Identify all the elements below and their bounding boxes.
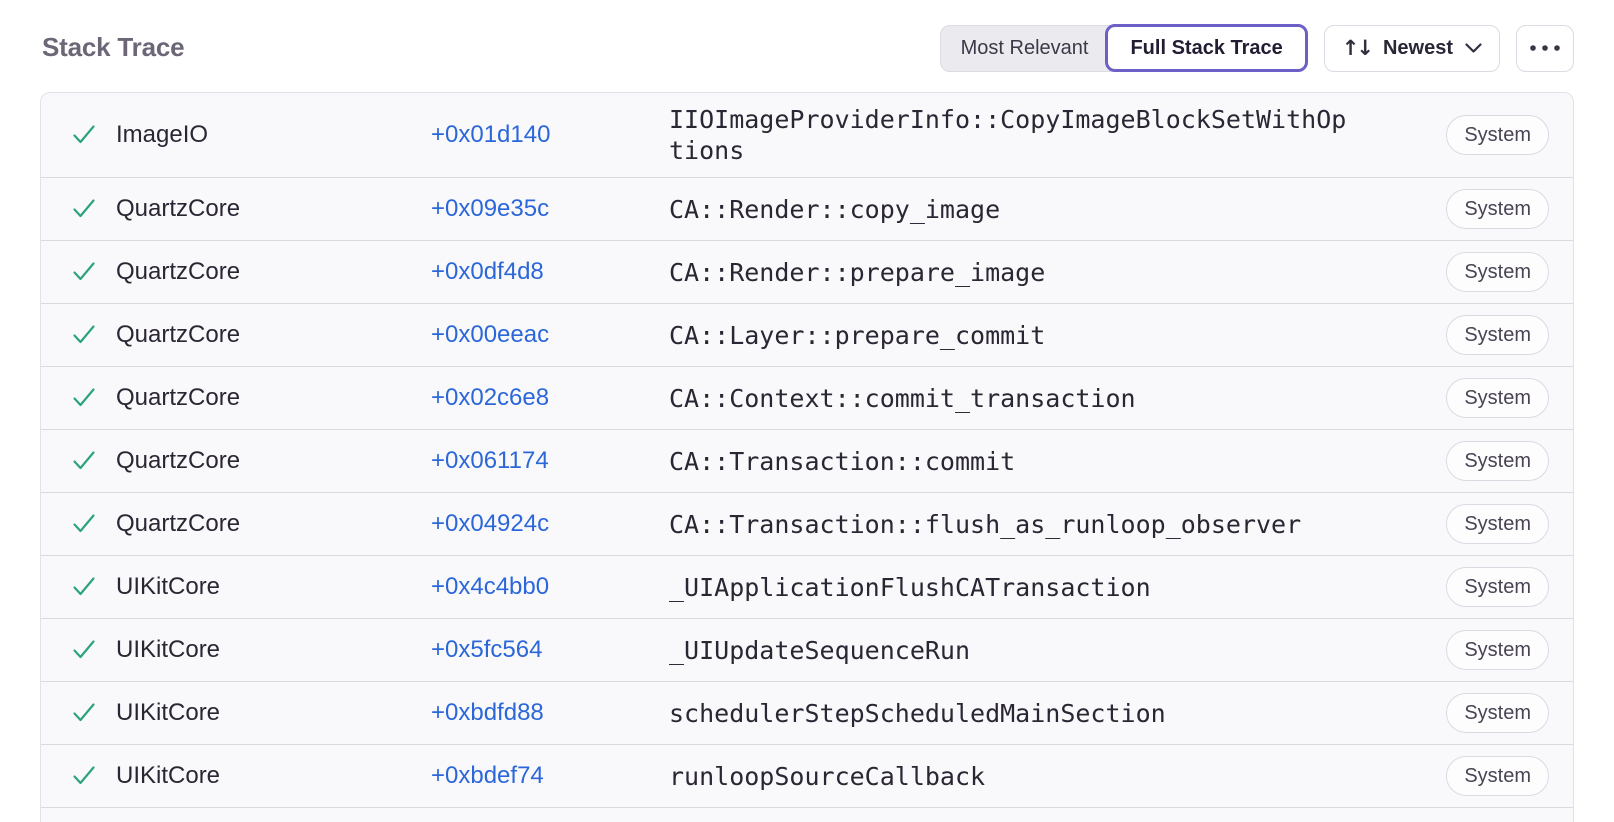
stack-frame-row[interactable]: UIKitCore +0x5fc564 _UIUpdateSequenceRun… (41, 618, 1573, 681)
frame-function: CA::Transaction::flush_as_runloop_observ… (669, 509, 1302, 539)
frame-module: UIKitCore (116, 636, 221, 663)
sort-arrows-icon: ↑↓ (1341, 36, 1374, 60)
checkmark-icon (71, 763, 97, 789)
view-toggle-group: Most Relevant Full Stack Trace (939, 24, 1308, 72)
frame-function: CA::Render::copy_image (669, 194, 1001, 224)
stack-frame-row[interactable]: UIKitCore +0x4c4bb0 _UIApplicationFlushC… (41, 555, 1573, 618)
system-badge: System (1446, 252, 1549, 292)
frame-module: QuartzCore (116, 321, 241, 348)
chevron-down-icon (1465, 42, 1482, 54)
stack-frame-row[interactable]: QuartzCore +0x0df4d8 CA::Render::prepare… (41, 240, 1573, 303)
frame-module: QuartzCore (116, 510, 241, 537)
frame-address-link[interactable]: +0x04924c (431, 510, 550, 537)
checkmark-icon (71, 196, 97, 222)
frame-function: _UIApplicationFlushCATransaction (669, 572, 1151, 602)
frame-address-link[interactable]: +0x0df4d8 (431, 258, 544, 285)
stack-trace-table: ImageIO +0x01d140 IIOImageProviderInfo::… (40, 92, 1574, 822)
system-badge: System (1446, 115, 1549, 155)
stack-frame-row[interactable]: UIKitCore +0xbdfd88 schedulerStepSchedul… (41, 681, 1573, 744)
frame-function: _UIUpdateSequenceRun (669, 635, 971, 665)
checkmark-icon (71, 700, 97, 726)
frame-module: QuartzCore (116, 258, 241, 285)
more-options-button[interactable] (1516, 24, 1574, 72)
system-badge: System (1446, 504, 1549, 544)
frame-address-link[interactable]: +0x5fc564 (431, 636, 543, 663)
frame-function: runloopSourceCallback (669, 761, 986, 791)
header-actions: Most Relevant Full Stack Trace ↑↓ Newest (939, 24, 1574, 72)
system-badge: System (1446, 567, 1549, 607)
checkmark-icon (71, 511, 97, 537)
frame-module: QuartzCore (116, 195, 241, 222)
toggle-full-stack-trace[interactable]: Full Stack Trace (1105, 24, 1308, 72)
checkmark-icon (71, 322, 97, 348)
page-title: Stack Trace (42, 32, 185, 62)
frame-address-link[interactable]: +0x00eeac (431, 321, 550, 348)
stack-frame-row[interactable]: QuartzCore +0x04924c CA::Transaction::fl… (41, 492, 1573, 555)
frame-module: ImageIO (116, 121, 209, 148)
stack-frame-row[interactable]: QuartzCore +0x02c6e8 CA::Context::commit… (41, 366, 1573, 429)
frame-module: QuartzCore (116, 384, 241, 411)
frame-address-link[interactable]: +0x061174 (431, 447, 549, 474)
stack-frame-row-partial[interactable] (41, 807, 1573, 822)
system-badge: System (1446, 189, 1549, 229)
frame-function: CA::Layer::prepare_commit (669, 320, 1046, 350)
frame-address-link[interactable]: +0x4c4bb0 (431, 573, 550, 600)
stack-frame-row[interactable]: UIKitCore +0xbdef74 runloopSourceCallbac… (41, 744, 1573, 807)
stack-frame-row[interactable]: QuartzCore +0x00eeac CA::Layer::prepare_… (41, 303, 1573, 366)
system-badge: System (1446, 441, 1549, 481)
frame-address-link[interactable]: +0xbdfd88 (431, 699, 544, 726)
frame-module: UIKitCore (116, 573, 221, 600)
frame-address-link[interactable]: +0xbdef74 (431, 762, 544, 789)
frame-function: IIOImageProviderInfo::CopyImageBlockSetW… (669, 105, 1347, 165)
frame-address-link[interactable]: +0x09e35c (431, 195, 550, 222)
system-badge: System (1446, 315, 1549, 355)
sort-button[interactable]: ↑↓ Newest (1323, 24, 1500, 72)
stack-frame-row[interactable]: QuartzCore +0x09e35c CA::Render::copy_im… (41, 177, 1573, 240)
frame-function: schedulerStepScheduledMainSection (669, 698, 1166, 728)
frame-function: CA::Context::commit_transaction (669, 383, 1136, 413)
checkmark-icon (71, 122, 97, 148)
checkmark-icon (71, 574, 97, 600)
frame-module: UIKitCore (116, 762, 221, 789)
frame-function: CA::Transaction::commit (669, 446, 1016, 476)
frame-module: UIKitCore (116, 699, 221, 726)
system-badge: System (1446, 378, 1549, 418)
checkmark-icon (71, 259, 97, 285)
frame-module: QuartzCore (116, 447, 241, 474)
frame-address-link[interactable]: +0x02c6e8 (431, 384, 550, 411)
checkmark-icon (71, 385, 97, 411)
system-badge: System (1446, 756, 1549, 796)
ellipsis-icon (1529, 44, 1561, 52)
frame-function: CA::Render::prepare_image (669, 257, 1046, 287)
sort-button-label: Newest (1382, 36, 1453, 59)
checkmark-icon (71, 637, 97, 663)
system-badge: System (1446, 630, 1549, 670)
stack-frame-row[interactable]: QuartzCore +0x061174 CA::Transaction::co… (41, 429, 1573, 492)
toggle-most-relevant[interactable]: Most Relevant (939, 24, 1112, 72)
frame-address-link[interactable]: +0x01d140 (431, 121, 551, 148)
checkmark-icon (71, 448, 97, 474)
system-badge: System (1446, 693, 1549, 733)
stack-frame-row[interactable]: ImageIO +0x01d140 IIOImageProviderInfo::… (41, 93, 1573, 177)
stack-trace-header: Stack Trace Most Relevant Full Stack Tra… (0, 0, 1614, 72)
